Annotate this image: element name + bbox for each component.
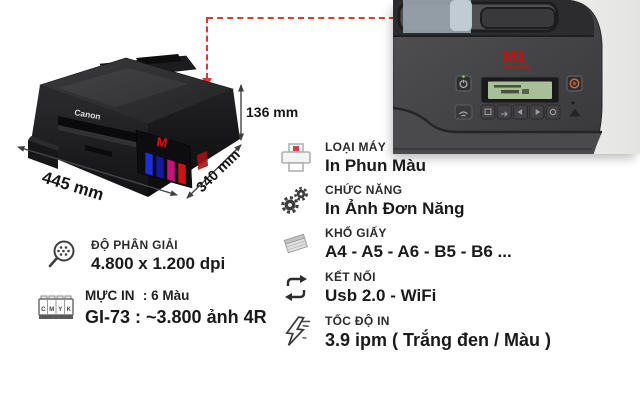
spec-row-print-speed: TỐC ĐỘ IN 3.9 ipm ( Trắng đen / Màu ) [276, 314, 551, 350]
m1-logo: M1 [503, 47, 525, 66]
spec-row-resolution: ĐỘ PHÂN GIẢI 4.800 x 1.200 dpi [42, 238, 225, 274]
ink-letter-c: C [41, 307, 46, 313]
lightning-icon [276, 315, 316, 349]
panel-button-bar[interactable] [480, 104, 561, 120]
spec-label: KHỔ GIẤY [325, 226, 387, 240]
spec-label: CHỨC NĂNG [325, 183, 403, 197]
spec-row-paper-size: KHỔ GIẤY A4 - A5 - A6 - B5 - B6 ... [276, 226, 512, 262]
spec-label: MỰC IN [85, 288, 135, 303]
spec-value: GI-73 : ~3.800 ảnh 4R [85, 307, 267, 327]
right-arrow-icon [535, 109, 541, 115]
printer-3d-drawing: Canon M 445 mm 340 mm 136 mm [17, 54, 298, 204]
spec-label: KẾT NỐI [325, 270, 376, 284]
ink-window-blue [155, 155, 165, 180]
spec-value: 3.9 ipm ( Trắng đen / Màu ) [325, 330, 552, 350]
callout-leader-horizontal [207, 17, 395, 19]
magnifier-dpi-icon [42, 238, 82, 274]
spec-row-function: CHỨC NĂNG In Ảnh Đơn Năng [276, 183, 465, 219]
power-button[interactable] [455, 75, 472, 92]
ink-letter-k: K [67, 307, 72, 313]
spec-value: 4.800 x 1.200 dpi [91, 254, 226, 273]
ink-tanks-icon: C M Y K [36, 291, 76, 323]
ink-window-red [177, 162, 187, 186]
spec-label: ĐỘ PHÂN GIẢI [91, 238, 178, 252]
spec-value: In Phun Màu [325, 156, 427, 175]
left-arrow-icon [517, 109, 522, 115]
feed-button-icon [484, 108, 492, 115]
paper-stack-icon [276, 229, 316, 259]
control-panel-photo: M1 [392, 0, 640, 155]
spec-value: A4 - A5 - A6 - B5 - B6 ... [325, 242, 512, 261]
spec-label: TỐC ĐỘ IN [325, 314, 390, 328]
ink-letter-m: M [49, 307, 54, 313]
stop-icon [569, 78, 580, 89]
callout-leader-vertical [206, 17, 208, 79]
warning-triangle-icon [569, 108, 581, 117]
spec-row-ink: C M Y K MỰC IN : 6 Màu GI-73 : ~3.800 ản… [36, 287, 267, 327]
printer-icon [276, 142, 316, 174]
dim-height-label: 136 mm [246, 104, 298, 120]
printer-illustration: Canon M 445 mm 340 mm 136 mm [8, 52, 308, 212]
spec-row-printer-type: LOẠI MÁY In Phun Màu [276, 140, 426, 176]
wifi-icon [459, 111, 468, 117]
gears-icon [276, 185, 316, 217]
back-button-icon [501, 111, 508, 117]
spec-label: LOẠI MÁY [325, 140, 387, 154]
m1-logo-subtext [504, 66, 530, 69]
sync-arrows-icon [276, 273, 316, 303]
ink-badge-m: M [156, 134, 169, 150]
ink-window-cyan [144, 151, 154, 177]
control-panel-drawing: M1 [392, 0, 640, 155]
spec-value: In Ảnh Đơn Năng [325, 199, 465, 218]
spec-value: Usb 2.0 - WiFi [325, 286, 437, 305]
ink-window-magenta [166, 158, 176, 183]
power-led [462, 75, 465, 78]
canon-logo: Canon [74, 107, 102, 121]
spec-label-suffix: : 6 Màu [142, 288, 190, 303]
spec-row-connectivity: KẾT NỐI Usb 2.0 - WiFi [276, 270, 436, 306]
ink-letter-y: Y [58, 307, 62, 313]
ok-button-icon [549, 108, 557, 116]
alarm-led [571, 101, 575, 105]
